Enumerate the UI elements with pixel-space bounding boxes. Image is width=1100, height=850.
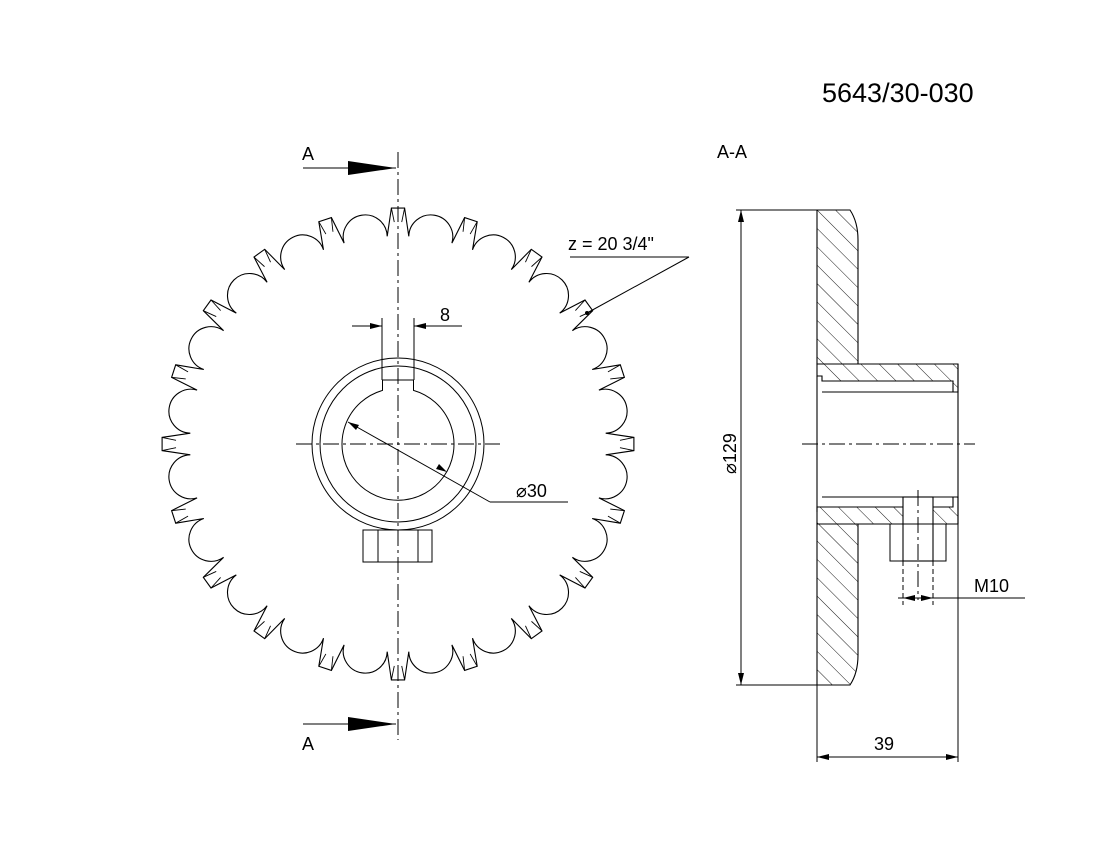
bore-arrow-a <box>348 422 359 430</box>
tooth-tip-chamfer <box>171 508 186 512</box>
tooth-tip-chamfer <box>253 256 265 267</box>
length-arrow-left <box>817 754 829 760</box>
tooth-tip-chamfer <box>531 256 543 267</box>
tooth-tip-lines <box>162 208 634 680</box>
keyway-width-label: 8 <box>440 305 450 325</box>
tooth-tip-chamfer <box>264 625 271 639</box>
tooth-tip-chamfer <box>531 621 543 632</box>
tooth-tip-chamfer <box>264 249 271 263</box>
tooth-tip-chamfer <box>469 653 478 667</box>
section-arrow-top <box>348 161 396 175</box>
set-screw-thread-label: M10 <box>974 576 1009 596</box>
tooth-tip-chamfer <box>203 571 217 578</box>
tooth-tip-chamfer <box>203 310 217 317</box>
tooth-tip-chamfer <box>525 249 532 263</box>
section-arrow-bottom <box>348 717 396 731</box>
tooth-tip-chamfer <box>171 376 186 380</box>
tooth-tip-chamfer <box>330 217 334 232</box>
bore-arrow-b <box>436 464 447 472</box>
bore-diameter-label: ⌀30 <box>516 481 547 501</box>
plate-lower-section <box>816 523 859 686</box>
tooth-tip-chamfer <box>390 665 395 680</box>
tooth-tip-chamfer <box>469 221 478 235</box>
hub-inner-circle <box>319 365 477 523</box>
tooth-tip-chamfer <box>619 436 634 441</box>
od-arrow-bottom <box>738 673 744 685</box>
section-marker-top: A <box>302 144 314 164</box>
hub-length-label: 39 <box>874 734 894 754</box>
hub-lower-wall <box>816 496 959 525</box>
tooth-tip-chamfer <box>318 653 327 667</box>
hub-upper-wall <box>816 363 959 393</box>
teeth-leader-dot <box>585 311 589 315</box>
thread-arrow-left <box>903 595 915 601</box>
tooth-tip-chamfer <box>401 208 406 223</box>
teeth-callout: z = 20 3/4" <box>568 234 654 254</box>
tooth-tip-chamfer <box>607 364 621 373</box>
tooth-tip-chamfer <box>619 447 634 452</box>
tooth-tip-chamfer <box>253 621 265 632</box>
tooth-tip-chamfer <box>330 656 334 671</box>
tooth-tip-chamfer <box>579 571 593 578</box>
tooth-tip-chamfer <box>175 364 189 373</box>
keyway-arrow-right <box>414 323 426 329</box>
tooth-tip-chamfer <box>462 217 466 232</box>
plate-upper-section <box>816 209 859 365</box>
tooth-tip-chamfer <box>318 221 327 235</box>
length-arrow-right <box>946 754 958 760</box>
tooth-tip-chamfer <box>401 665 406 680</box>
tooth-tip-chamfer <box>162 436 177 441</box>
tooth-tip-chamfer <box>525 625 532 639</box>
tooth-tip-chamfer <box>390 208 395 223</box>
tooth-tip-chamfer <box>210 577 221 589</box>
tooth-tip-chamfer <box>610 376 625 380</box>
section-view-label: A-A <box>717 142 747 162</box>
keyway-arrow-left <box>370 323 382 329</box>
tooth-tip-chamfer <box>162 447 177 452</box>
section-marker-bottom: A <box>302 734 314 754</box>
tooth-tip-chamfer <box>462 656 466 671</box>
thread-arrow-right <box>921 595 933 601</box>
tooth-tip-chamfer <box>210 299 221 311</box>
bore-dim-line <box>347 421 491 503</box>
tooth-tip-chamfer <box>175 515 189 524</box>
od-arrow-top <box>738 210 744 222</box>
tooth-tip-chamfer <box>575 299 586 311</box>
drawing-number: 5643/30-030 <box>822 78 974 108</box>
tooth-tip-chamfer <box>575 577 586 589</box>
teeth-leader-line <box>586 256 690 314</box>
tooth-tip-chamfer <box>607 515 621 524</box>
outer-diameter-label: ⌀129 <box>720 433 740 474</box>
bore-with-keyway <box>341 379 455 501</box>
section-view: A-A M10 ⌀129 <box>717 142 1025 762</box>
tooth-tip-chamfer <box>610 508 625 512</box>
front-view: 8 ⌀30 A A z = 20 3/4" <box>161 144 690 754</box>
